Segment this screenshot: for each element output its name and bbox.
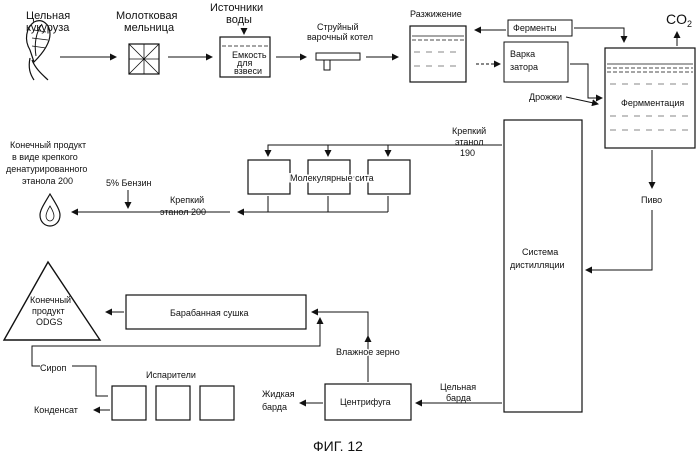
ethanol-190-line3: 190 — [460, 148, 475, 158]
mash-cooking-line2: затора — [510, 62, 538, 72]
corn-label-line1: Цельная — [26, 10, 70, 22]
whole-stillage-line1: Цельная — [440, 382, 476, 392]
mill-label-line2: мельница — [124, 22, 175, 34]
final-ethanol-line1: Конечный продукт — [10, 140, 86, 150]
ethanol-190-line1: Крепкий — [452, 126, 486, 136]
water-label-line2: воды — [226, 14, 252, 26]
final-ethanol-line2: в виде крепкого — [12, 152, 78, 162]
odgs-line2: продукт — [32, 306, 65, 316]
condensate-label: Конденсат — [34, 405, 78, 415]
arrow-mash-to-fermentation — [570, 64, 602, 98]
fermentation-label: Фермментация — [621, 98, 684, 108]
final-ethanol-line3: денатурированного — [6, 164, 87, 174]
figure-caption: ФИГ. 12 — [313, 438, 363, 454]
liquefaction-label: Разжижение — [410, 9, 462, 19]
arrow-sieves-to-ethanol200 — [238, 196, 268, 212]
jet-cooker-label-line2: варочный котел — [307, 32, 373, 42]
centrifuge-label: Центрифуга — [340, 397, 391, 407]
evaporator-1 — [112, 386, 146, 420]
syrup-label: Сироп — [40, 363, 67, 373]
jet-cooker-label-line1: Струйный — [317, 22, 359, 32]
drum-dryer-label: Барабанная сушка — [170, 308, 249, 318]
water-label-line1: Источники — [210, 2, 263, 14]
gasoline-label: 5% Бензин — [106, 178, 152, 188]
co2-label: CO — [666, 11, 687, 27]
odgs-line3: ODGS — [36, 317, 63, 327]
arrow-beer-to-distillation — [586, 210, 652, 270]
yeast-label: Дрожжи — [529, 92, 562, 102]
ethanol-200-line1: Крепкий — [170, 195, 204, 205]
line-evap-to-syrup — [72, 366, 108, 396]
slurry-tank-line3: взвеси — [234, 66, 262, 76]
molecular-sieves-label: Молекулярные сита — [290, 173, 374, 183]
arrow-enzymes-to-fermentation — [574, 28, 624, 42]
evaporator-2 — [156, 386, 190, 420]
co2-subscript: 2 — [687, 19, 692, 29]
molecular-sieve-3 — [368, 160, 410, 194]
mash-cooking-line1: Варка — [510, 49, 535, 59]
evaporator-3 — [200, 386, 234, 420]
jet-cooker-icon — [316, 53, 360, 70]
thin-stillage-line1: Жидкая — [262, 389, 295, 399]
final-ethanol-line4: этанола 200 — [22, 176, 73, 186]
distillation-line2: дистилляции — [510, 260, 565, 270]
fuel-drop-icon — [40, 194, 60, 226]
odgs-line1: Конечный — [30, 295, 71, 305]
liquefaction-tank — [410, 26, 466, 82]
thin-stillage-line2: барда — [262, 402, 287, 412]
enzymes-label: Ферменты — [513, 23, 557, 33]
distillation-line1: Система — [522, 247, 558, 257]
molecular-sieve-1 — [248, 160, 290, 194]
corn-label-line2: кукуруза — [26, 22, 70, 34]
mill-label-line1: Молотковая — [116, 10, 178, 22]
hammer-mill-icon — [129, 44, 159, 74]
evaporators-label: Испарители — [146, 370, 196, 380]
wet-grain-label: Влажное зерно — [336, 347, 400, 357]
beer-label: Пиво — [641, 195, 662, 205]
whole-stillage-line2: барда — [446, 393, 471, 403]
